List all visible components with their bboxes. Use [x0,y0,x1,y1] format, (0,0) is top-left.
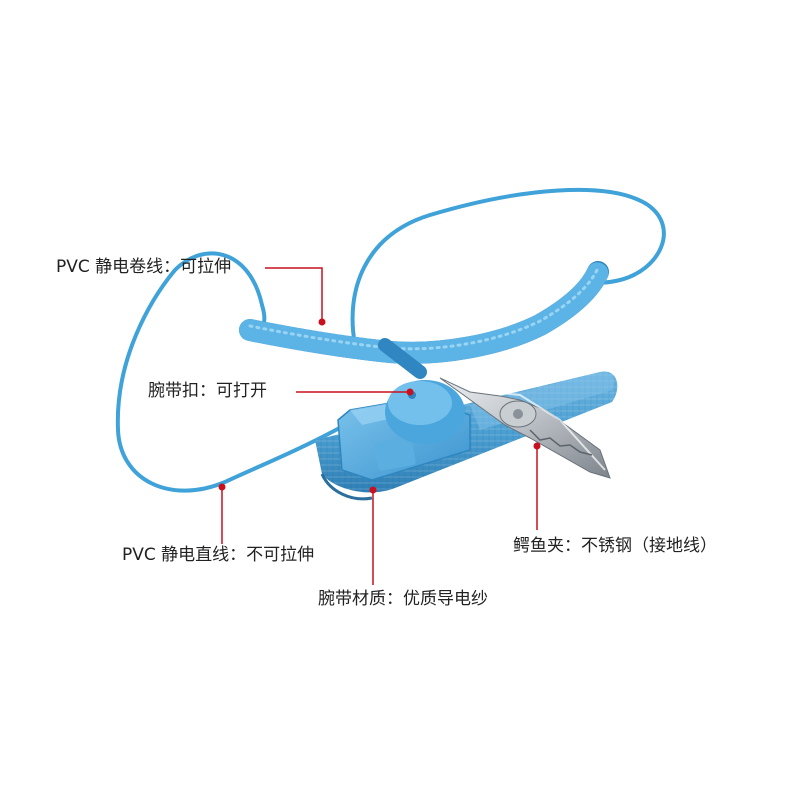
buckle-label: 腕带扣：可打开 [148,381,267,401]
callout-dots [218,318,541,494]
straight-cord [115,251,347,493]
coiled-cord-label: PVC 静电卷线：可拉伸 [56,257,232,277]
straight-cord-upper [350,187,666,347]
coiled-cord [239,261,609,379]
wrist-strap-buckle [337,380,471,481]
callout-lines [221,267,538,585]
alligator-clip-label: 鳄鱼夹：不锈钢（接地线） [513,536,717,556]
alligator-clip [439,377,611,479]
straight-cord-label: PVC 静电直线：不可拉伸 [122,545,315,565]
band-material-label: 腕带材质：优质导电纱 [318,589,488,609]
